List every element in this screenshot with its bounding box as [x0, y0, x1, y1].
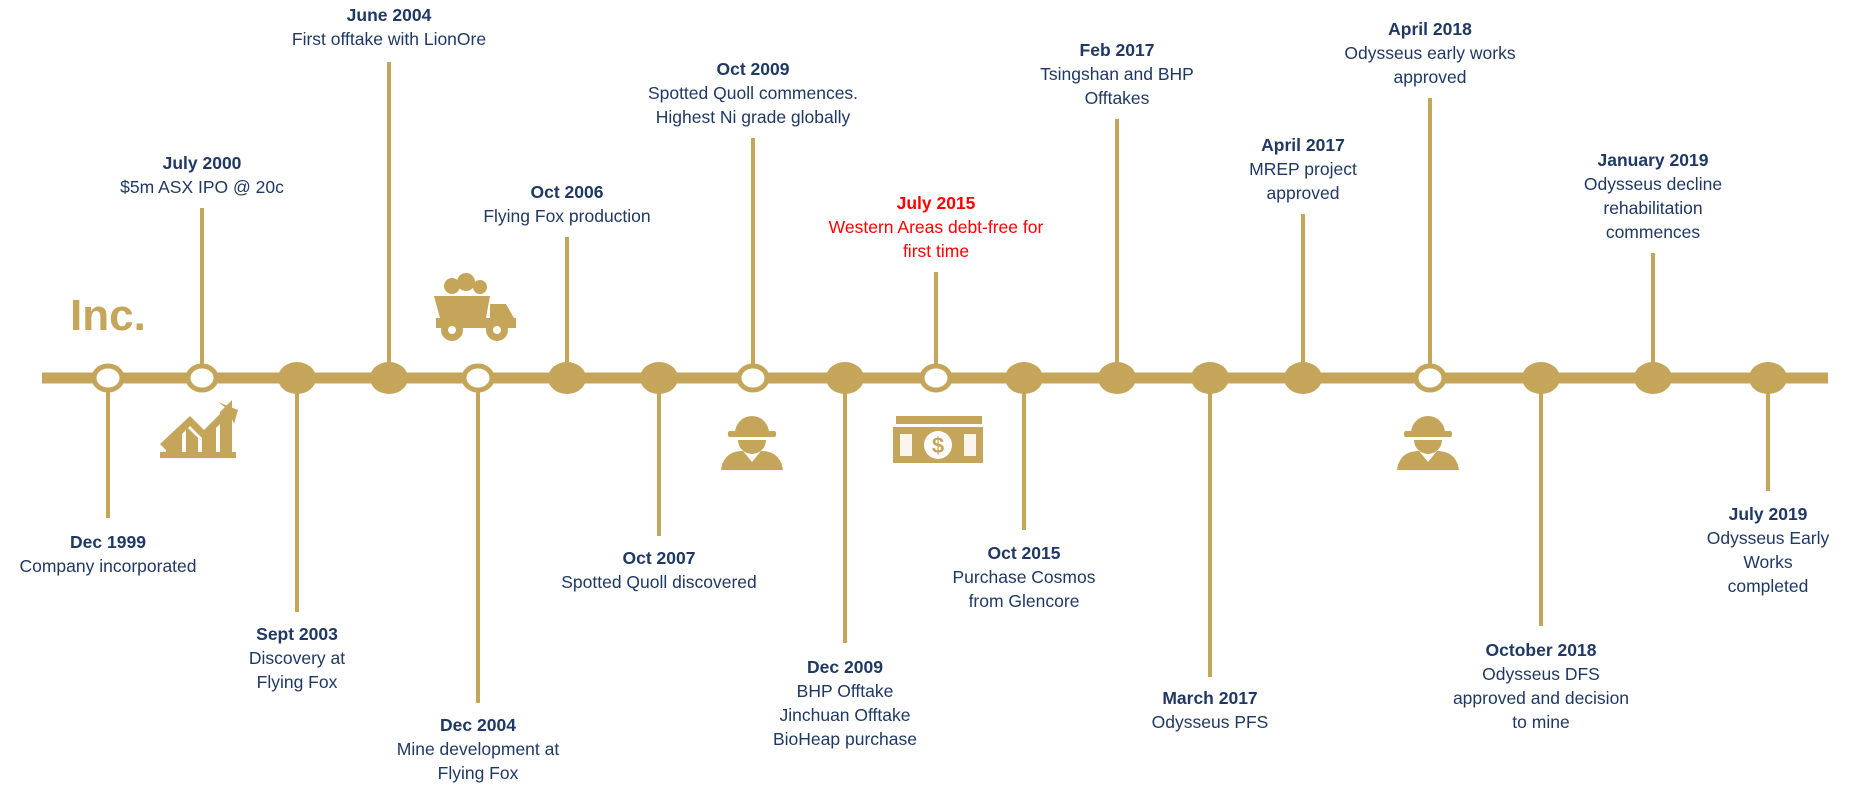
event-description: Purchase Cosmos from Glencore	[952, 567, 1096, 611]
event-date: Sept 2003	[256, 624, 338, 644]
timeline-marker-solid	[1098, 362, 1136, 394]
timeline-marker-solid	[1005, 362, 1043, 394]
timeline-marker-solid	[826, 362, 864, 394]
incorporation-inc-icon: Inc.	[70, 291, 146, 340]
event-date: April 2017	[1261, 135, 1345, 155]
timeline-marker-solid	[548, 362, 586, 394]
timeline-marker-hollow	[91, 363, 125, 393]
event-description: Tsingshan and BHP Offtakes	[1040, 64, 1194, 108]
timeline-marker-solid	[370, 362, 408, 394]
event-description: Spotted Quoll discovered	[561, 572, 757, 592]
timeline-marker-solid	[640, 362, 678, 394]
event-date: March 2017	[1162, 688, 1258, 708]
timeline-marker-solid	[1284, 362, 1322, 394]
event-date: Oct 2009	[716, 59, 790, 79]
timeline-marker-solid	[1749, 362, 1787, 394]
event-description: Odysseus Early Works completed	[1706, 528, 1830, 596]
timeline-marker-hollow	[185, 363, 219, 393]
event-date: Oct 2015	[987, 543, 1061, 563]
event-description: Odysseus early works approved	[1344, 43, 1516, 87]
timeline-marker-hollow	[736, 363, 770, 393]
event-date: October 2018	[1485, 640, 1597, 660]
miner-worker-icon	[721, 416, 783, 470]
dump-truck-icon	[434, 273, 516, 341]
event-description: BHP Offtake Jinchuan Offtake BioHeap pur…	[773, 681, 917, 749]
event-date: Dec 2004	[440, 715, 516, 735]
event-date: January 2019	[1597, 150, 1709, 170]
event-date: July 2019	[1728, 504, 1808, 524]
event-date: Dec 2009	[807, 657, 883, 677]
timeline-marker-hollow	[1413, 363, 1447, 393]
event-date: April 2018	[1388, 19, 1472, 39]
event-description: Flying Fox production	[483, 206, 651, 226]
timeline-marker-hollow	[461, 363, 495, 393]
timeline-event-label: July 2000 $5m ASX IPO @ 20c	[37, 151, 367, 199]
svg-text:Inc.: Inc.	[70, 291, 146, 340]
timeline-marker-hollow	[919, 363, 953, 393]
event-description: MREP project approved	[1249, 159, 1357, 203]
event-date: Oct 2007	[622, 548, 696, 568]
event-description: Company incorporated	[19, 556, 197, 576]
event-date: Dec 1999	[70, 532, 146, 552]
event-description: Western Areas debt-free for first time	[828, 217, 1044, 261]
event-date: Oct 2006	[530, 182, 604, 202]
growth-chart-icon	[160, 400, 238, 458]
money-banknote-icon: $	[890, 416, 986, 466]
event-description: Odysseus DFS approved and decision to mi…	[1452, 664, 1630, 732]
timeline-marker-solid	[1522, 362, 1560, 394]
event-date: July 2015	[896, 193, 976, 213]
event-date: July 2000	[162, 153, 242, 173]
miner-worker-icon	[1397, 416, 1459, 470]
event-description: Odysseus PFS	[1151, 712, 1269, 732]
event-description: Discovery at Flying Fox	[248, 648, 346, 692]
event-description: Mine development at Flying Fox	[396, 739, 560, 783]
timeline-marker-solid	[278, 362, 316, 394]
timeline-marker-solid	[1191, 362, 1229, 394]
event-description: Spotted Quoll commences. Highest Ni grad…	[647, 83, 859, 127]
timeline-marker-solid	[1634, 362, 1672, 394]
event-description: $5m ASX IPO @ 20c	[120, 177, 284, 197]
event-date: June 2004	[346, 5, 432, 25]
event-date: Feb 2017	[1079, 40, 1155, 60]
event-description: Odysseus decline rehabilitation commence…	[1583, 174, 1723, 242]
svg-text:$: $	[932, 433, 944, 458]
event-description: First offtake with LionOre	[291, 29, 487, 49]
